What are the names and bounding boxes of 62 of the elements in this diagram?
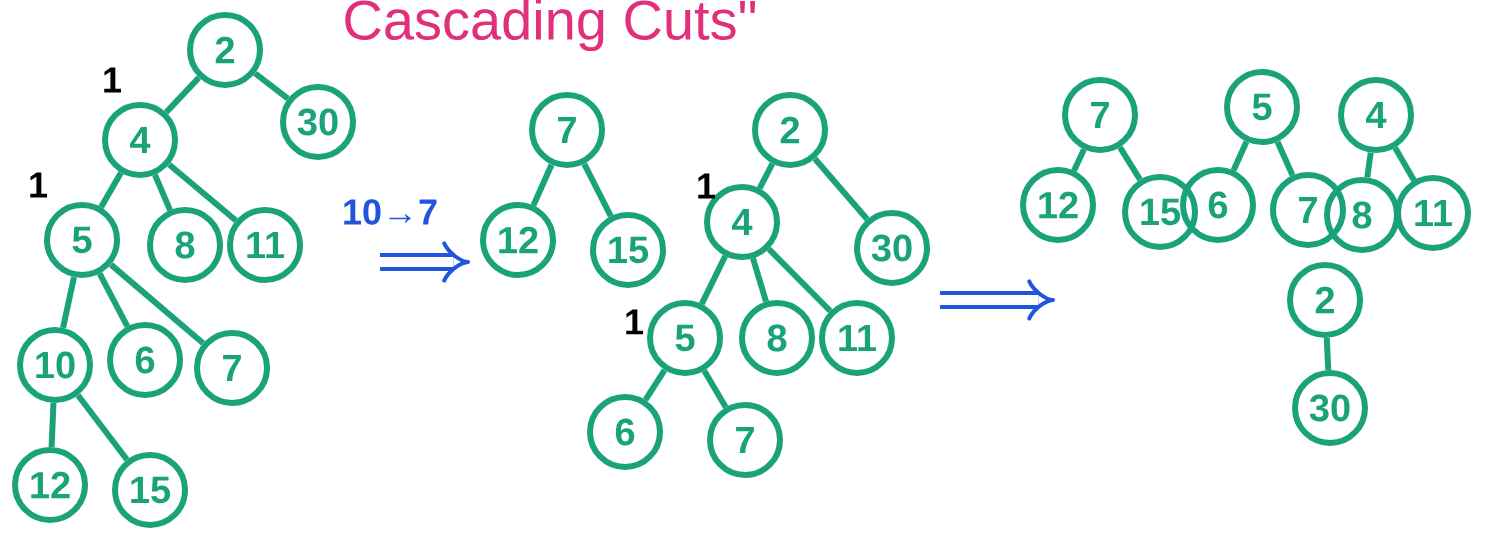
tree-node: 6: [107, 322, 183, 398]
tree-edge: [1071, 148, 1087, 172]
tree-edge: [48, 402, 57, 448]
tree-node: 5: [647, 300, 723, 376]
tally-mark: 1: [30, 172, 48, 198]
tree-node: 2: [752, 92, 828, 168]
tree-edge: [1323, 337, 1332, 371]
tree-node: 11: [1395, 175, 1471, 251]
tree-edge: [581, 162, 614, 218]
tree-node: 4: [1338, 77, 1414, 153]
tree-edge: [812, 156, 870, 222]
tree-edge: [167, 162, 238, 223]
tree-node: 15: [1122, 174, 1198, 250]
tree-edge: [152, 173, 173, 212]
tree-node: 15: [112, 452, 188, 528]
tree-edge: [253, 70, 290, 102]
tree-edge: [750, 257, 769, 303]
tree-edge: [1392, 146, 1417, 182]
tree-node: 30: [854, 210, 930, 286]
tree-node: 2: [1287, 262, 1363, 338]
tree-node: 15: [590, 212, 666, 288]
tree-node: 12: [12, 447, 88, 523]
tree-node: 7: [1062, 77, 1138, 153]
tree-edge: [98, 171, 124, 209]
tree-edge: [701, 369, 729, 409]
tree-node: 4: [102, 102, 178, 178]
tree-node: 12: [1020, 167, 1096, 243]
tree-edge: [766, 246, 833, 314]
annotation: 10→7: [344, 199, 437, 225]
tree-edge: [1230, 140, 1250, 172]
tree-node: 30: [1292, 370, 1368, 446]
tree-node: 7: [194, 330, 270, 406]
tree-edge: [1274, 140, 1296, 177]
tree-edge: [699, 254, 728, 306]
tree-edge: [108, 262, 206, 346]
tree-node: 5: [1224, 69, 1300, 145]
tally-mark: 1: [104, 67, 122, 93]
tree-node: 11: [819, 300, 895, 376]
tree-node: 8: [1324, 177, 1400, 253]
tree-node: 11: [227, 207, 303, 283]
tree-node: 6: [587, 394, 663, 470]
tree-node: 12: [480, 202, 556, 278]
tree-node: 7: [529, 92, 605, 168]
tree-node: 2: [187, 12, 263, 88]
tree-node: 10: [17, 327, 93, 403]
tree-edge: [163, 75, 202, 115]
tree-edge: [642, 368, 668, 402]
tree-node: 5: [44, 202, 120, 278]
tree-edge: [1117, 145, 1143, 182]
tree-node: 8: [739, 300, 815, 376]
tree-edge: [75, 393, 130, 462]
tree-edge: [1364, 152, 1374, 178]
tree-edge: [530, 163, 555, 207]
tree-node: 8: [147, 207, 223, 283]
tree-node: 7: [1270, 172, 1346, 248]
tree-node: 30: [280, 84, 356, 160]
tree-edge: [97, 272, 130, 328]
tree-node: 7: [707, 402, 783, 478]
tree-edge: [60, 276, 77, 329]
tally-mark: 1: [626, 309, 644, 335]
tree-edge: [756, 162, 776, 190]
tree-node: 6: [1180, 167, 1256, 243]
